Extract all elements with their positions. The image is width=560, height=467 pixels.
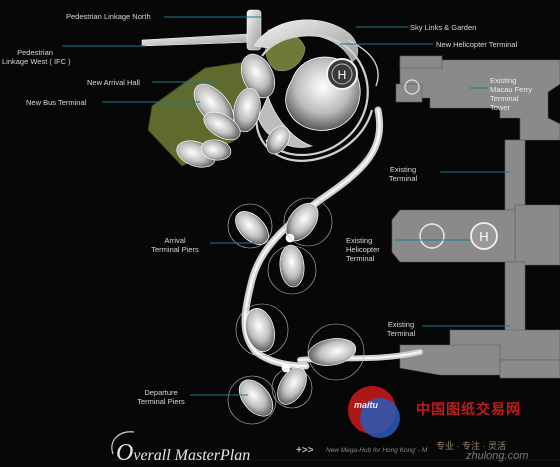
footer-decor: [111, 431, 560, 461]
plan-subtitle: New Mega-Hub for Hong Kong' - M: [326, 447, 428, 454]
pedestrian-linkage: [141, 9, 358, 63]
arrow-marker: +>>: [296, 445, 314, 456]
leader-lines: [62, 16, 510, 396]
label-line: Existing: [490, 76, 517, 85]
label-sky-links: Sky Links & Garden: [410, 23, 477, 32]
label-line: Pedestrian: [17, 48, 53, 57]
label-pedestrian-west: Pedestrian Linkage West ( IFC ): [2, 48, 71, 66]
watermark-main-text: 中国图纸交易网: [416, 401, 521, 417]
existing-ferry-terminal: [391, 55, 560, 379]
label-line: Helicopter: [346, 245, 380, 254]
plan-title: Overall MasterPlan: [116, 440, 250, 467]
departure-pier-rings: [227, 303, 365, 425]
watermark-logo: [348, 386, 400, 438]
watermark-logo-text: maitu: [354, 400, 379, 410]
helipad-h-icon: H: [338, 68, 347, 82]
label-line: Macau Ferry: [490, 85, 533, 94]
label-arrival-hall: New Arrival Hall: [87, 78, 140, 87]
label-line: Terminal Piers: [137, 397, 185, 406]
label-line: Existing: [387, 320, 415, 329]
label-line: Existing: [389, 165, 417, 174]
label-heli-new: New Helicopter Terminal: [436, 40, 518, 49]
label-terminal-bottom: Existing Terminal: [376, 320, 426, 338]
label-line: Arrival: [164, 236, 186, 245]
departure-terminal-piers: [238, 308, 357, 417]
label-line: Tower: [490, 103, 511, 112]
helipad-h-icon: H: [479, 229, 488, 244]
arrival-hall-pods: [176, 53, 290, 168]
label-line: Departure: [144, 388, 178, 397]
label-terminal-top: Existing Terminal: [378, 165, 428, 183]
title-rest: verall MasterPlan: [133, 447, 251, 464]
label-line: Existing: [346, 236, 373, 245]
label-arrival-piers: Arrival Terminal Piers: [142, 236, 208, 254]
label-bus-terminal: New Bus Terminal: [26, 98, 87, 107]
arrival-pier-rings: [227, 197, 333, 295]
title-initial: O: [116, 440, 134, 466]
watermark-sub-text: 专业 · 专注 · 灵活: [436, 441, 506, 451]
label-pedestrian-north: Pedestrian Linkage North: [66, 12, 151, 21]
label-line: Terminal Piers: [151, 245, 199, 254]
existing-helipad: H: [404, 79, 498, 250]
sky-links: [255, 34, 379, 162]
label-line: Terminal: [388, 174, 418, 183]
watermark-url: zhulong.com: [466, 450, 529, 462]
label-departure-piers: Departure Terminal Piers: [128, 388, 194, 406]
label-line: Terminal: [346, 254, 375, 263]
label-ferry-tower: Existing Macau Ferry Terminal Tower: [490, 76, 532, 112]
arrival-terminal-piers: [235, 202, 319, 288]
label-line: Terminal: [490, 94, 519, 103]
label-heli-existing: Existing Helicopter Terminal: [346, 236, 380, 263]
label-line: Terminal: [386, 329, 416, 338]
label-line: Linkage West ( IFC ): [2, 57, 71, 66]
